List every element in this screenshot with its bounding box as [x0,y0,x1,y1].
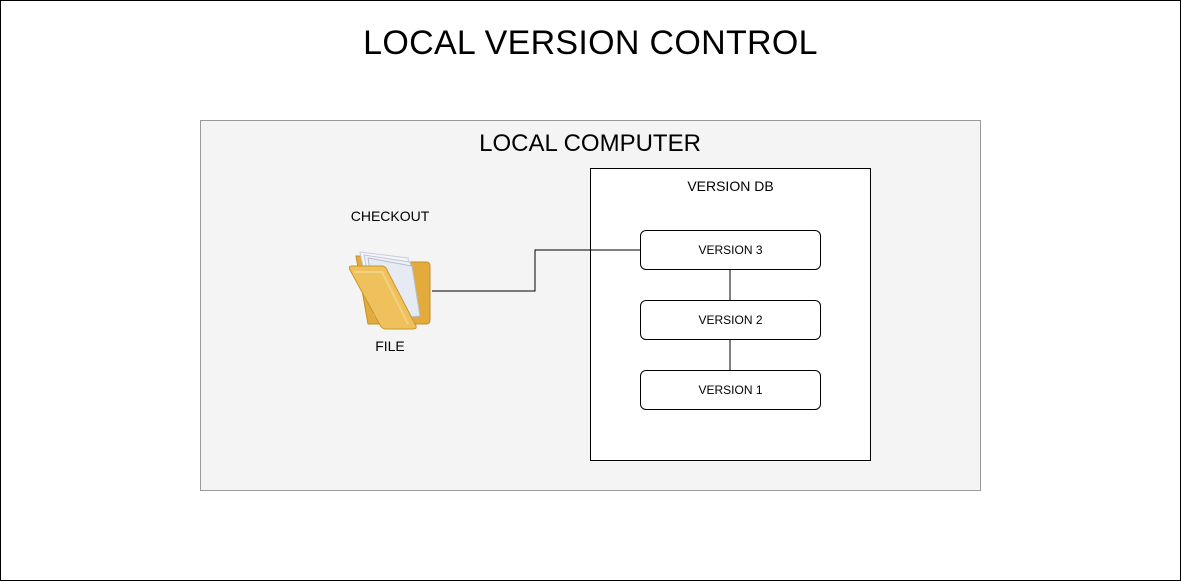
version-2-node[interactable]: VERSION 2 [640,300,821,340]
version-1-node[interactable]: VERSION 1 [640,370,821,410]
file-label: FILE [375,338,405,354]
folder-icon[interactable] [346,248,432,330]
version-db-label: VERSION DB [687,178,774,194]
checkout-label: CHECKOUT [350,208,430,224]
version-3-node[interactable]: VERSION 3 [640,230,821,270]
version-2-label: VERSION 2 [698,313,763,327]
diagram-title: LOCAL VERSION CONTROL [363,24,818,62]
version-1-label: VERSION 1 [698,383,763,397]
version-3-label: VERSION 3 [698,243,763,257]
local-computer-label: LOCAL COMPUTER [479,130,701,157]
